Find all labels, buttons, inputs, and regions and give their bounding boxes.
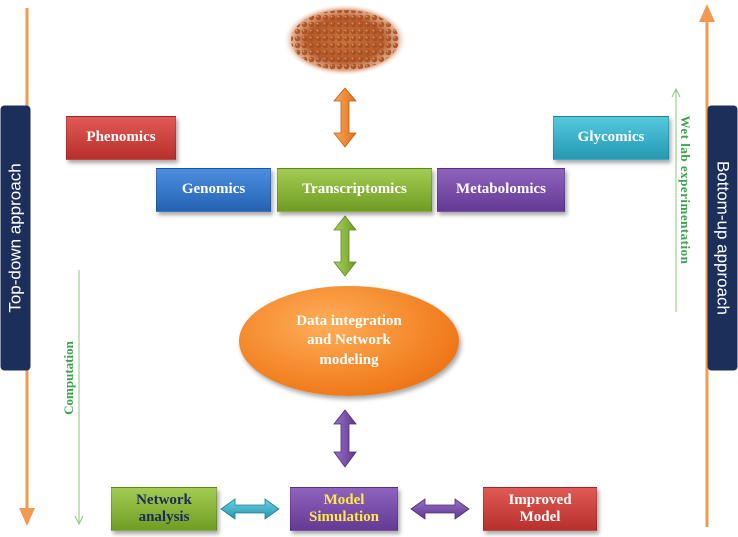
phenomics-box: Phenomics (66, 116, 176, 160)
seed-cluster-image (283, 4, 407, 76)
bottom-up-text: Bottom-up approach (713, 160, 732, 316)
model-simulation-box: Model Simulation (290, 487, 398, 531)
glycomics-box: Glycomics (553, 116, 669, 160)
computation-annotation: Computation (61, 328, 77, 428)
bottom-up-label: Bottom-up approach (707, 105, 737, 371)
improved-model-label: Improved Model (508, 491, 572, 525)
wet-lab-annotation: Wet lab experimentation (677, 105, 693, 275)
seed-transcriptomics-arrow (333, 87, 357, 148)
analysis-simulation-arrow (220, 498, 280, 520)
genomics-box: Genomics (156, 168, 271, 212)
phenomics-label: Phenomics (86, 129, 156, 146)
simulation-improved-arrow (410, 498, 470, 520)
data-integration-node: Data integration and Network modeling (239, 286, 459, 396)
glycomics-label: Glycomics (577, 129, 645, 146)
wet-lab-text: Wet lab experimentation (678, 115, 693, 265)
network-analysis-label: Network analysis (136, 491, 192, 525)
top-down-label: Top-down approach (0, 105, 30, 371)
transcriptomics-label: Transcriptomics (302, 181, 407, 198)
transcriptomics-box: Transcriptomics (277, 168, 432, 212)
computation-line (74, 270, 84, 526)
genomics-label: Genomics (181, 181, 246, 198)
model-simulation-label: Model Simulation (308, 491, 380, 525)
improved-model-box: Improved Model (483, 487, 597, 531)
metabolomics-box: Metabolomics (437, 168, 565, 212)
wet-lab-line (671, 87, 681, 312)
top-down-text: Top-down approach (5, 163, 24, 313)
network-analysis-box: Network analysis (111, 487, 217, 531)
computation-text: Computation (61, 341, 76, 415)
transcriptomics-integration-arrow (333, 215, 357, 277)
data-integration-label: Data integration and Network modeling (296, 312, 402, 368)
metabolomics-label: Metabolomics (456, 181, 546, 198)
integration-simulation-arrow (333, 409, 357, 468)
